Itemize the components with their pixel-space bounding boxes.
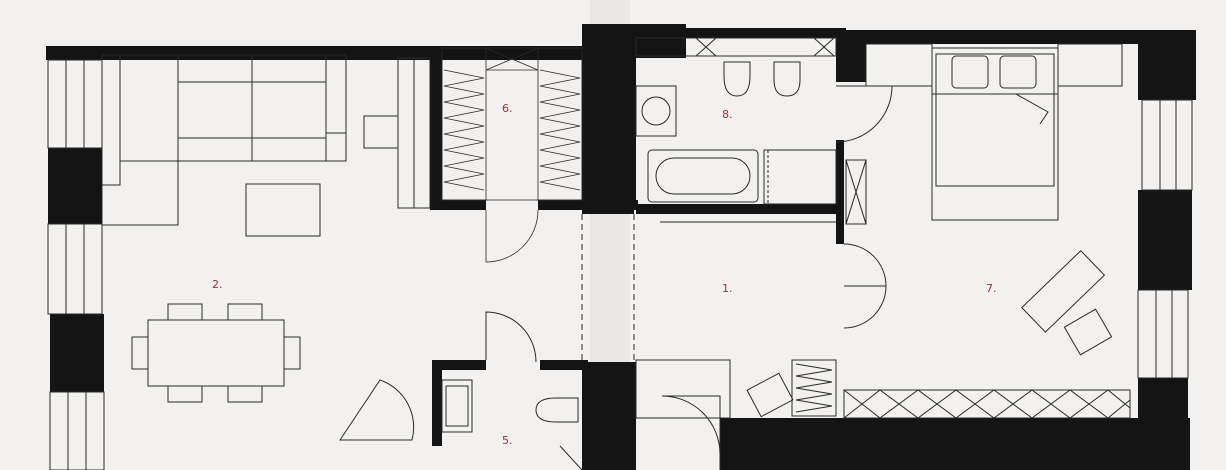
- room-number-6: 6.: [502, 102, 513, 115]
- bench: [746, 372, 794, 418]
- room-number-8: 8.: [722, 108, 733, 121]
- walls: [46, 24, 1196, 470]
- chair-7: [1063, 308, 1113, 356]
- toilet-5: [535, 397, 579, 423]
- coffee-table: [245, 183, 321, 237]
- room-number-1: 1.: [722, 282, 733, 295]
- bed: [931, 47, 1059, 221]
- living-furniture: [101, 54, 431, 441]
- bathroom-8: [635, 37, 893, 205]
- room-number-2: 2.: [212, 278, 223, 291]
- entrance-door: [662, 395, 721, 470]
- bedroom-7: [843, 43, 1131, 419]
- shower: [763, 149, 837, 205]
- desk: [1021, 249, 1106, 333]
- wardrobe-room-6: [441, 47, 583, 263]
- wc-room-5: [441, 311, 583, 470]
- round-chair: [339, 379, 415, 441]
- bathtub: [647, 149, 759, 203]
- wardrobe-7: [843, 389, 1131, 419]
- room-labels: 1. 2. 5. 6. 7. 8.: [212, 102, 997, 447]
- corridor-1: [581, 214, 887, 470]
- room-number-5: 5.: [502, 434, 513, 447]
- coat-rack: [791, 359, 837, 417]
- room-number-7: 7.: [986, 282, 997, 295]
- bidet-8: [773, 61, 801, 97]
- double-door: [843, 243, 887, 329]
- bath-sink: [635, 85, 677, 137]
- right-windows: [1137, 99, 1193, 379]
- toilet-8: [723, 61, 751, 97]
